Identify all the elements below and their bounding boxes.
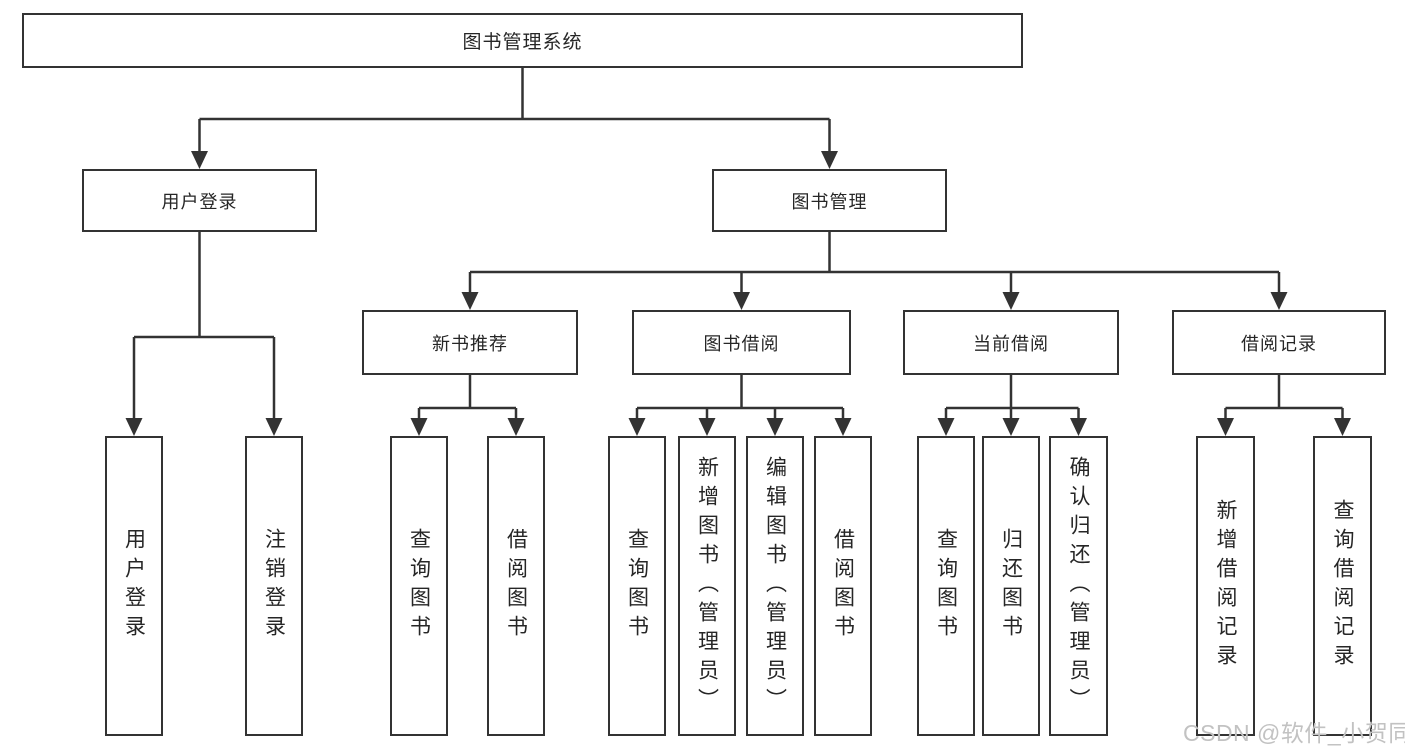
node-library-management-system: 图书管理系统 [22,13,1023,68]
leaf-label: 新增图书（管理员） [695,455,719,717]
leaf-label: 新增借阅记录 [1214,499,1237,673]
node-label: 图书管理系统 [462,32,583,53]
node-user-login: 用户登录 [82,169,317,232]
leaf-label: 用户登录 [122,528,146,644]
node-label: 图书借阅 [703,333,780,354]
leaf-borrow-borrow-books: 借阅图书 [814,436,872,736]
leaf-records-query-record: 查询借阅记录 [1313,436,1372,736]
leaf-borrow-add-books-admin: 新增图书（管理员） [678,436,736,736]
node-label: 新书推荐 [432,333,508,354]
leaf-label: 借阅图书 [504,528,528,644]
node-label: 当前借阅 [973,333,1049,354]
leaf-current-confirm-return-admin: 确认归还（管理员） [1049,436,1108,736]
csdn-watermark: CSDN @软件_小贺同学 [1183,720,1405,746]
node-label: 图书管理 [791,191,868,212]
leaf-label: 查询借阅记录 [1331,499,1354,673]
leaf-label: 查询图书 [625,528,649,644]
leaf-borrow-edit-books-admin: 编辑图书（管理员） [746,436,804,736]
arrowheads [125,151,1351,436]
leaf-recommend-query-books: 查询图书 [390,436,448,736]
leaf-current-return-books: 归还图书 [982,436,1040,736]
node-new-book-recommend: 新书推荐 [362,310,578,375]
leaf-recommend-borrow-books: 借阅图书 [487,436,545,736]
leaf-records-add-record: 新增借阅记录 [1196,436,1255,736]
node-label: 用户登录 [161,191,238,212]
leaf-label: 归还图书 [999,528,1023,644]
leaf-label: 查询图书 [407,528,431,644]
node-label: 借阅记录 [1241,333,1317,354]
node-book-management: 图书管理 [712,169,947,232]
leaf-logout-login: 注销登录 [245,436,303,736]
leaf-current-query-books: 查询图书 [917,436,975,736]
node-borrow-records: 借阅记录 [1172,310,1386,375]
leaf-user-login: 用户登录 [105,436,163,736]
leaf-label: 注销登录 [262,528,286,644]
tree-edges [132,68,1344,421]
node-current-borrow: 当前借阅 [903,310,1119,375]
leaf-label: 借阅图书 [831,528,855,644]
leaf-borrow-query-books: 查询图书 [608,436,666,736]
leaf-label: 确认归还（管理员） [1067,455,1090,717]
node-book-borrow: 图书借阅 [632,310,851,375]
leaf-label: 编辑图书（管理员） [763,455,787,717]
leaf-label: 查询图书 [934,528,958,644]
